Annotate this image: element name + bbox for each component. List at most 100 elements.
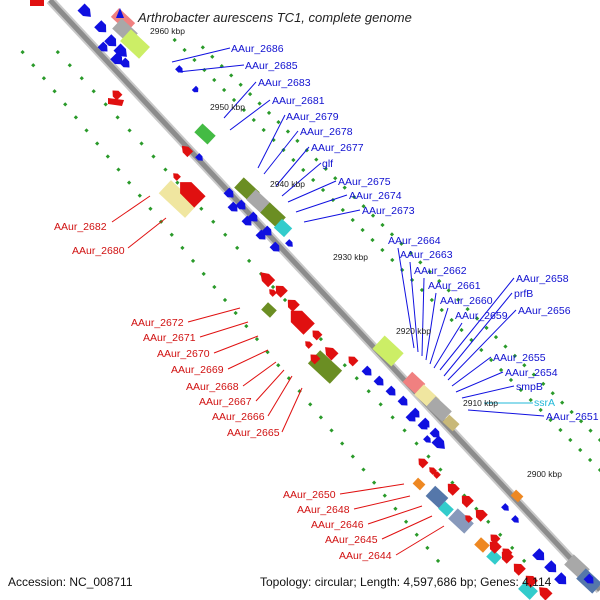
gene-label[interactable]: AAur_2686 — [231, 43, 284, 55]
gene-label[interactable]: AAur_2667 — [199, 396, 252, 408]
gene-label[interactable]: AAur_2666 — [212, 411, 265, 423]
gc-dot — [254, 337, 260, 342]
gene-label[interactable]: glf — [322, 158, 333, 170]
gene-label[interactable]: AAur_2646 — [311, 519, 364, 531]
gene-label[interactable]: AAur_2680 — [72, 245, 125, 257]
gene-arrow — [489, 541, 502, 554]
gene-label[interactable]: AAur_2656 — [518, 305, 571, 317]
gene-label[interactable]: AAur_2685 — [245, 60, 298, 72]
gc-dot — [241, 107, 247, 113]
gene-label[interactable]: AAur_2673 — [362, 205, 415, 217]
gc-dot — [548, 417, 553, 423]
gc-dot — [354, 376, 359, 381]
gc-dot — [350, 217, 355, 223]
gene-arrow — [544, 560, 557, 573]
gc-dot — [370, 213, 376, 218]
gene-arrow — [269, 289, 277, 297]
gene-label[interactable]: AAur_2662 — [414, 265, 467, 277]
gene-label[interactable]: AAur_2645 — [325, 534, 378, 546]
gc-dot — [52, 89, 57, 94]
gene-label[interactable]: AAur_2670 — [157, 348, 210, 360]
gc-dot — [474, 316, 480, 321]
gene-label[interactable]: AAur_2654 — [505, 367, 558, 379]
leader-line — [287, 180, 337, 203]
gene-arrow — [447, 483, 460, 496]
leader-line — [421, 277, 425, 357]
gc-dot — [512, 353, 518, 358]
feature-box — [412, 477, 426, 491]
gc-dot — [295, 138, 300, 143]
gene-label[interactable]: AAur_2672 — [131, 317, 184, 329]
gene-label[interactable]: AAur_2661 — [428, 280, 481, 292]
gene-label[interactable]: prfB — [514, 288, 533, 300]
gc-dot — [276, 363, 281, 368]
gene-label[interactable]: AAur_2663 — [400, 249, 453, 261]
gene-label[interactable]: AAur_2648 — [297, 504, 350, 516]
gene-label[interactable]: AAur_2678 — [300, 126, 353, 138]
leader-line — [395, 525, 445, 556]
leader-line — [455, 371, 504, 393]
gc-dot — [84, 128, 89, 133]
gc-dot — [200, 45, 205, 50]
gene-arrow — [475, 509, 488, 522]
feature-box — [448, 508, 474, 534]
gene-label[interactable]: AAur_2660 — [440, 295, 493, 307]
gene-label[interactable]: AAur_2644 — [339, 550, 392, 562]
gc-dot — [518, 387, 523, 393]
gene-arrow — [501, 503, 509, 511]
gene-arrow — [539, 587, 553, 600]
leader-line — [255, 369, 285, 402]
feature-box — [425, 485, 449, 509]
leader-line — [229, 99, 271, 131]
gc-dot — [247, 258, 252, 263]
gene-label[interactable]: AAur_2671 — [143, 332, 196, 344]
gc-dot — [320, 187, 326, 193]
gc-dot — [163, 167, 168, 172]
gene-label[interactable]: AAur_2669 — [171, 364, 224, 376]
gc-dot — [489, 357, 494, 363]
gc-dot — [437, 278, 442, 284]
gc-dot — [425, 545, 430, 550]
gc-dot — [449, 317, 454, 323]
gene-arrow — [260, 272, 276, 288]
gene-label[interactable]: AAur_2681 — [272, 95, 325, 107]
tick-label: 2930 kbp — [333, 252, 368, 262]
gc-dot — [31, 63, 36, 68]
feature-box — [402, 371, 426, 395]
gc-dot — [558, 427, 563, 433]
gene-arrow — [290, 310, 315, 335]
gc-dot — [192, 57, 197, 63]
gene-label[interactable]: AAur_2675 — [338, 176, 391, 188]
gene-label[interactable]: AAur_2650 — [283, 489, 336, 501]
gene-label[interactable]: AAur_2679 — [286, 111, 339, 123]
gene-label[interactable]: AAur_2677 — [311, 142, 364, 154]
leader-line — [381, 515, 433, 540]
gc-dot — [223, 232, 228, 237]
gene-label[interactable]: smpB — [516, 381, 543, 393]
gene-label[interactable]: AAur_2674 — [349, 190, 402, 202]
gc-dot — [493, 335, 499, 340]
leader-line — [171, 47, 231, 63]
gene-label[interactable]: AAur_2651 — [546, 411, 599, 423]
gc-dot — [235, 245, 240, 250]
gc-dot — [199, 206, 204, 211]
gc-dot — [568, 437, 573, 443]
gc-dot — [308, 402, 313, 407]
gene-label[interactable]: AAur_2664 — [388, 235, 441, 247]
leader-line — [443, 292, 513, 377]
gc-dot — [151, 154, 156, 159]
gc-dot — [426, 454, 431, 459]
feature-box — [438, 501, 454, 517]
gene-label[interactable]: ssrA — [534, 397, 555, 409]
gene-label[interactable]: AAur_2668 — [186, 381, 239, 393]
gc-dot — [238, 82, 243, 87]
gc-dot — [318, 415, 323, 420]
gene-label[interactable]: AAur_2683 — [258, 77, 311, 89]
leader-line — [227, 349, 269, 370]
gene-label[interactable]: AAur_2665 — [227, 427, 280, 439]
gene-label[interactable]: AAur_2658 — [516, 273, 569, 285]
gene-label[interactable]: AAur_2682 — [54, 221, 107, 233]
gene-label[interactable]: AAur_2659 — [455, 310, 508, 322]
gene-label[interactable]: AAur_2655 — [493, 352, 546, 364]
